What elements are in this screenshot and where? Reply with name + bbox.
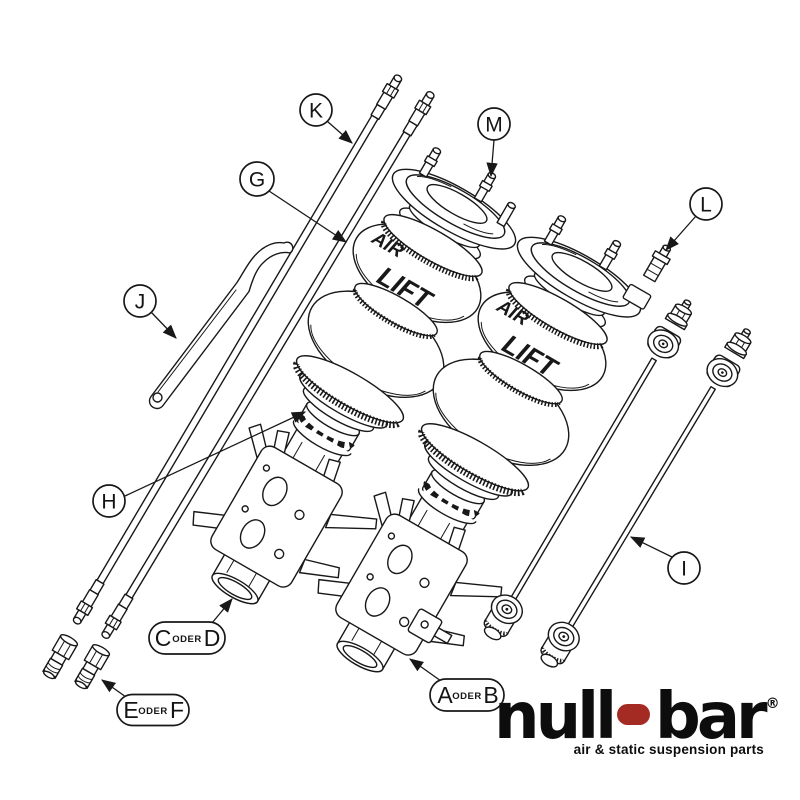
- leader-c-oder-d: [211, 598, 233, 624]
- brand-word-bar: bar: [655, 680, 768, 754]
- callout-label-a: A: [437, 682, 453, 708]
- strut-left: AIR LIFT: [166, 128, 559, 642]
- spanner-wrench: [148, 241, 294, 410]
- callout-label-l: L: [700, 194, 712, 217]
- callouts: K G J M L H I C ODER D A ODER B E ODER F: [92, 93, 723, 727]
- callout-label-oder: ODER: [138, 706, 167, 717]
- callout-circle-i: [667, 551, 701, 585]
- registered-trademark-symbol: ®: [765, 696, 780, 712]
- air-fitting-2: [70, 641, 112, 693]
- callout-circle-j: [123, 284, 157, 318]
- callout-circle-l: [689, 187, 723, 221]
- strut-right: AIR LIFT: [291, 178, 694, 710]
- callout-label-oder: ODER: [452, 691, 481, 702]
- leader-k: [327, 121, 353, 144]
- brand-tagline: air & static suspension parts: [573, 742, 764, 757]
- callout-label-j: J: [135, 291, 146, 314]
- leader-e-oder-f: [101, 679, 127, 698]
- callout-label-oder: ODER: [172, 634, 201, 645]
- leader-m: [486, 139, 498, 178]
- callout-circle-g: [239, 161, 275, 197]
- leader-lines: [101, 121, 697, 698]
- callout-label-i: I: [681, 558, 687, 581]
- leader-i: [629, 536, 673, 558]
- callout-circle-k: [299, 93, 333, 127]
- callout-pill-c-oder-d: [148, 621, 226, 655]
- callout-label-d: D: [204, 625, 221, 651]
- air-fitting-1: [38, 631, 80, 683]
- callout-label-b: B: [483, 682, 498, 708]
- callout-circle-h: [92, 484, 126, 518]
- callout-label-c: C: [155, 625, 172, 651]
- leader-a-oder-b: [409, 658, 442, 682]
- brand-word-null: null: [494, 680, 617, 754]
- brand-dash-pill: [617, 704, 650, 725]
- callout-label-k: K: [309, 100, 323, 123]
- callout-label-f: F: [170, 697, 184, 723]
- callout-label-h: H: [101, 491, 116, 514]
- callout-label-m: M: [485, 114, 503, 137]
- callout-pill-a-oder-b: [429, 678, 505, 712]
- callout-pill-e-oder-f: [116, 693, 190, 727]
- leader-l: [665, 215, 697, 251]
- callout-circle-m: [477, 107, 511, 141]
- leader-j: [150, 311, 177, 339]
- leader-g: [268, 190, 347, 243]
- leader-h: [124, 411, 307, 497]
- callout-label-g: G: [249, 169, 265, 192]
- callout-label-e: E: [123, 697, 138, 723]
